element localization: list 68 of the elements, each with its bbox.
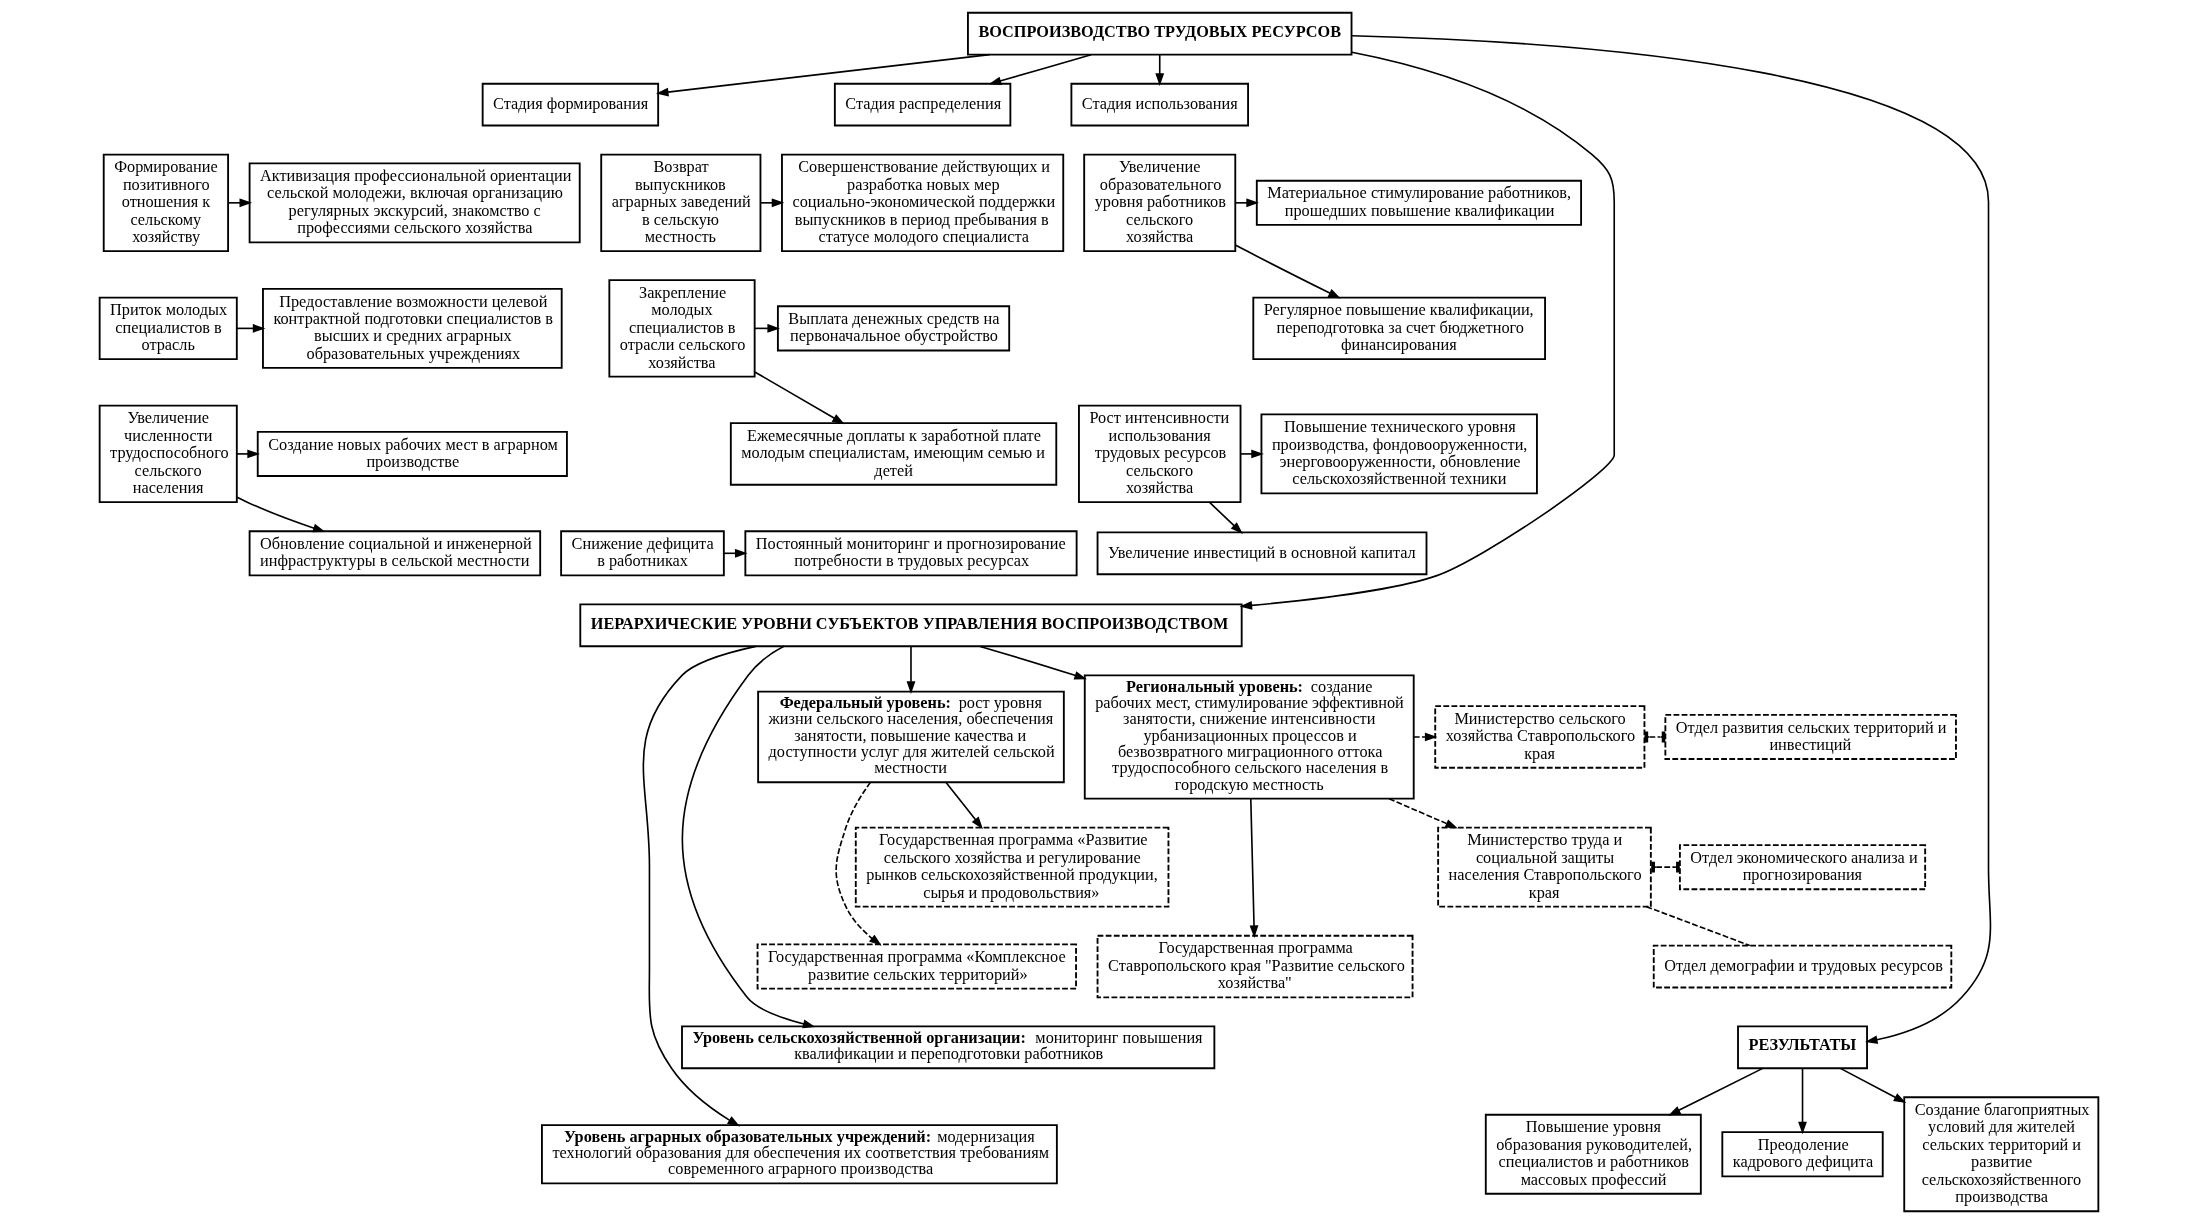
- node-box: Обновление социальной и инженерной инфраструктуры в сельской местности: [248, 530, 541, 577]
- arrow: [1208, 501, 1243, 534]
- node-box: Ежемесячные доплаты к заработной плате молодым специалистам, имеющим семью и детей: [729, 422, 1057, 486]
- node-box: Региональный уровень: создание рабочих мест, стимулирование эффективной занятости, снижение интенсивности урбанизационных процессов и безвозвратного миграционного оттока трудоспособного сельского населения в городскую местность: [1083, 674, 1415, 800]
- node-box: Создание благоприятных условий для жителей сельских территорий и развитие сельскохозяйственного производства: [1902, 1096, 2099, 1213]
- node-box: Рост интенсивности использования трудовых ресурсов сельского хозяйства: [1077, 404, 1241, 504]
- arrow: [978, 645, 1087, 680]
- arrow: [722, 548, 748, 558]
- arrow: [1249, 797, 1258, 938]
- node-box: Предоставление возможности целевой контрактной подготовки специалистов в высших и средних аграрных образовательных учреждениях: [261, 287, 563, 369]
- node-box: Регулярное повышение квалификации, переподготовка за счет бюджетного финансирования: [1251, 296, 1546, 361]
- node-box: Министерство труда и социальной защиты населения Ставропольского края: [1436, 826, 1652, 908]
- node-box: Возврат выпускников аграрных заведений в сельскую местность: [599, 153, 761, 252]
- node-box: Снижение дефицита в работниках: [559, 530, 725, 577]
- node-box: Материальное стимулирование работников, прошедших повышение квалификации: [1255, 179, 1582, 226]
- arrow: [642, 645, 757, 1127]
- node-box: Государственная программа «Комплексное развитие сельских территорий»: [756, 943, 1077, 990]
- node-box: Увеличение образовательного уровня работников сельского хозяйства: [1082, 153, 1236, 252]
- node-box: Отдел демографии и трудовых ресурсов: [1652, 944, 1952, 989]
- node-box: Государственная программа «Развитие сельского хозяйства и регулирование рынков сельскохозяйственной продукции, сырья и продовольствия»: [854, 826, 1169, 908]
- node-box: Активизация профессиональной ориентации сельской молодежи, включая организацию регулярных экскурсий, знакомство с профессиями сельского хозяйства: [248, 162, 581, 244]
- node-box: Уровень аграрных образовательных учреждений: модернизация технологий образования для обеспечения их соответствия требованиям современного аграрного производства: [540, 1124, 1058, 1185]
- node-box: Стадия формирования: [481, 82, 659, 127]
- node-box: Повышение технического уровня производства, фондовооруженности, энерговооруженности, обновление сельскохозяйственной техники: [1260, 413, 1538, 495]
- arrow: [655, 53, 990, 97]
- node-box: Стадия использования: [1069, 82, 1249, 127]
- node-box: Совершенствование действующих и разработка новых мер социально-экономической поддержки выпускников в период пребывания в статусе молодого специалиста: [780, 153, 1064, 252]
- arrow: [1154, 53, 1164, 86]
- arrow: [1412, 732, 1437, 742]
- node-box: Отдел экономического анализа и прогнозирования: [1678, 844, 1926, 891]
- arrow: [1234, 198, 1259, 208]
- node-box: Преодоление кадрового дефицита: [1720, 1131, 1884, 1178]
- arrow: [1234, 244, 1341, 299]
- node-box: Формирование позитивного отношения к сельскому хозяйству: [102, 153, 229, 252]
- node-box: Федеральный уровень: рост уровня жизни сельского населения, обеспечения занятости, повышение качества и доступности услуг для жителей сельской местности: [756, 690, 1065, 784]
- arrow: [834, 781, 882, 946]
- connector: [1650, 861, 1680, 873]
- node-box: ВОСПРОИЗВОДСТВО ТРУДОВЫХ РЕСУРСОВ: [966, 11, 1352, 56]
- arrow: [226, 198, 252, 208]
- node-box: Увеличение инвестиций в основной капитал: [1096, 531, 1427, 576]
- arrow: [1839, 1067, 1906, 1104]
- node-box: Закрепление молодых специалистов в отрасли сельского хозяйства: [607, 279, 756, 378]
- arrow: [1239, 449, 1264, 459]
- arrow: [235, 449, 260, 459]
- arrow: [1797, 1067, 1807, 1135]
- node-box: ИЕРАРХИЧЕСКИЕ УРОВНИ СУБЪЕКТОВ УПРАВЛЕНИЯ ВОСПРОИЗВОДСТВОМ: [578, 603, 1243, 648]
- arrow: [944, 781, 983, 830]
- node-box: Приток молодых специалистов в отрасль: [98, 296, 238, 361]
- node-box: Государственная программа Ставропольского края "Развитие сельского хозяйства": [1096, 934, 1413, 999]
- arrow: [906, 645, 915, 694]
- node-box: Создание новых рабочих мест в аграрном производстве: [256, 430, 568, 477]
- connector: [1645, 905, 1751, 947]
- node-box: Увеличение численности трудоспособного сельского населения: [98, 404, 238, 504]
- arrow: [759, 198, 784, 208]
- node-box: Постоянный мониторинг и прогнозирование потребности в трудовых ресурсах: [743, 530, 1078, 577]
- arrow: [753, 371, 845, 425]
- node-box: Министерство сельского хозяйства Ставропольского края: [1433, 705, 1645, 769]
- arrow: [1667, 1067, 1763, 1116]
- arrow: [1387, 797, 1458, 829]
- arrow: [235, 496, 325, 533]
- arrow: [1350, 34, 1991, 1045]
- node-box: Повышение уровня образования руководителей, специалистов и работников массовых профессий: [1484, 1113, 1702, 1195]
- arrow: [681, 645, 815, 1029]
- node-box: РЕЗУЛЬТАТЫ: [1736, 1025, 1868, 1070]
- arrow: [1239, 51, 1615, 610]
- node-box: Выплата денежных средств на первоначальное обустройство: [776, 305, 1010, 352]
- node-box: Уровень сельскохозяйственной организации: мониторинг повышения квалификации и переподготовки работников: [680, 1025, 1215, 1070]
- node-box: Стадия распределения: [833, 82, 1011, 127]
